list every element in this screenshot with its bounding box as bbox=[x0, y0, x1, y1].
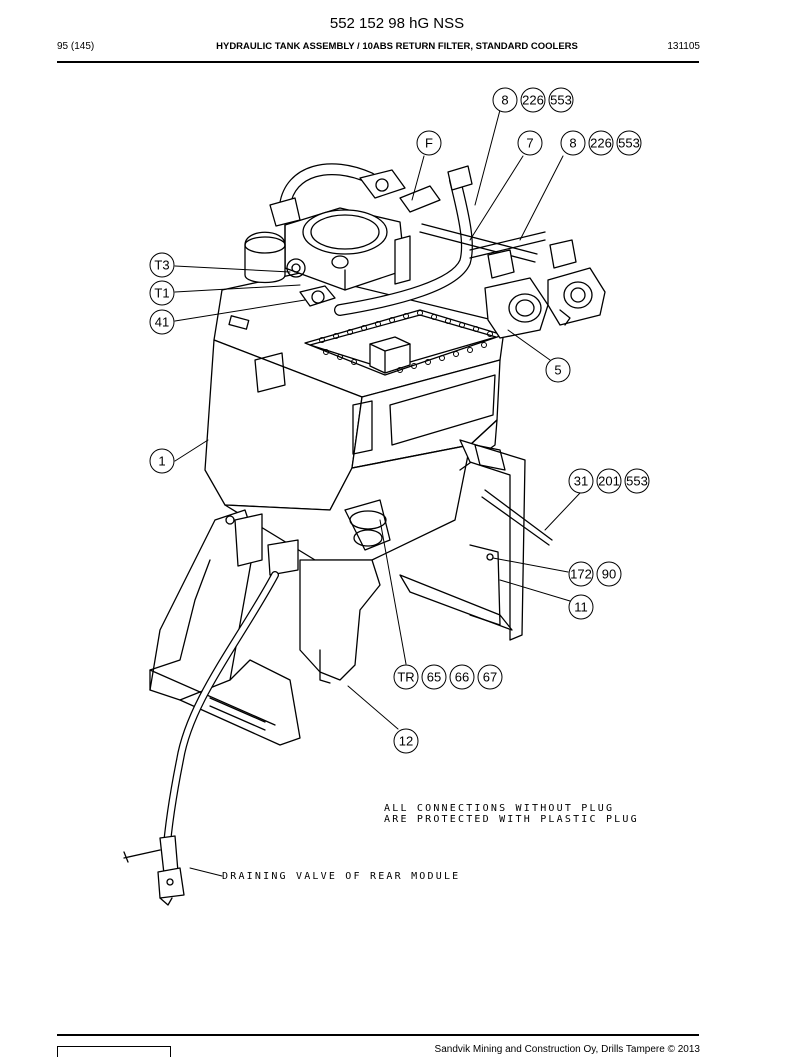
callout-90: 90 bbox=[602, 567, 616, 582]
callout-65: 65 bbox=[427, 670, 441, 685]
callout-226b: 226 bbox=[590, 136, 612, 151]
drain-hose bbox=[123, 571, 279, 906]
header-rule bbox=[57, 61, 699, 63]
leader-lines bbox=[174, 109, 581, 877]
sandvik-logo bbox=[57, 1046, 171, 1057]
cooler-connections bbox=[484, 239, 606, 339]
callout-5: 5 bbox=[554, 363, 561, 378]
callout-8: 8 bbox=[501, 93, 508, 108]
callout-41: 41 bbox=[155, 315, 169, 330]
drain-note: DRAINING VALVE OF REAR MODULE bbox=[222, 871, 460, 882]
callout-t3: T3 bbox=[154, 258, 169, 273]
callout-11: 11 bbox=[574, 600, 588, 615]
note-line-1: ALL CONNECTIONS WITHOUT PLUG bbox=[384, 803, 614, 814]
callout-8b: 8 bbox=[569, 136, 576, 151]
callout-1: 1 bbox=[158, 454, 165, 469]
callout-12: 12 bbox=[399, 734, 413, 749]
footer-rule bbox=[57, 1034, 699, 1036]
lid-bolts bbox=[319, 310, 493, 373]
callout-f: F bbox=[425, 136, 433, 151]
page-heading: HYDRAULIC TANK ASSEMBLY / 10ABS RETURN F… bbox=[216, 41, 578, 52]
callout-31: 31 bbox=[574, 474, 588, 489]
drawing-notes: ALL CONNECTIONS WITHOUT PLUG ARE PROTECT… bbox=[222, 803, 639, 882]
note-line-2: ARE PROTECTED WITH PLASTIC PLUG bbox=[384, 814, 639, 825]
callout-66: 66 bbox=[455, 670, 469, 685]
callout-553b: 553 bbox=[618, 136, 640, 151]
callout-7: 7 bbox=[526, 136, 533, 151]
callout-553c: 553 bbox=[626, 474, 648, 489]
document-title: 552 152 98 hG NSS bbox=[329, 15, 465, 32]
callout-t1: T1 bbox=[154, 286, 169, 301]
page-number: 95 (145) bbox=[57, 41, 95, 52]
callout-201: 201 bbox=[598, 474, 620, 489]
hoses bbox=[269, 163, 546, 316]
callout-67: 67 bbox=[483, 670, 497, 685]
callout-bubbles bbox=[149, 87, 650, 754]
callout-553: 553 bbox=[550, 93, 572, 108]
date-code: 131105 bbox=[667, 41, 700, 52]
callout-labels: 8 226 553 F 7 8 226 553 T3 T1 41 5 1 31 … bbox=[154, 93, 647, 749]
callout-172: 172 bbox=[570, 567, 592, 582]
footer-copyright: Sandvik Mining and Construction Oy, Dril… bbox=[434, 1044, 700, 1055]
return-filter-assembly bbox=[244, 207, 406, 307]
rear-module-frame bbox=[149, 439, 553, 746]
callout-tr: TR bbox=[397, 670, 414, 685]
callout-226: 226 bbox=[522, 93, 544, 108]
